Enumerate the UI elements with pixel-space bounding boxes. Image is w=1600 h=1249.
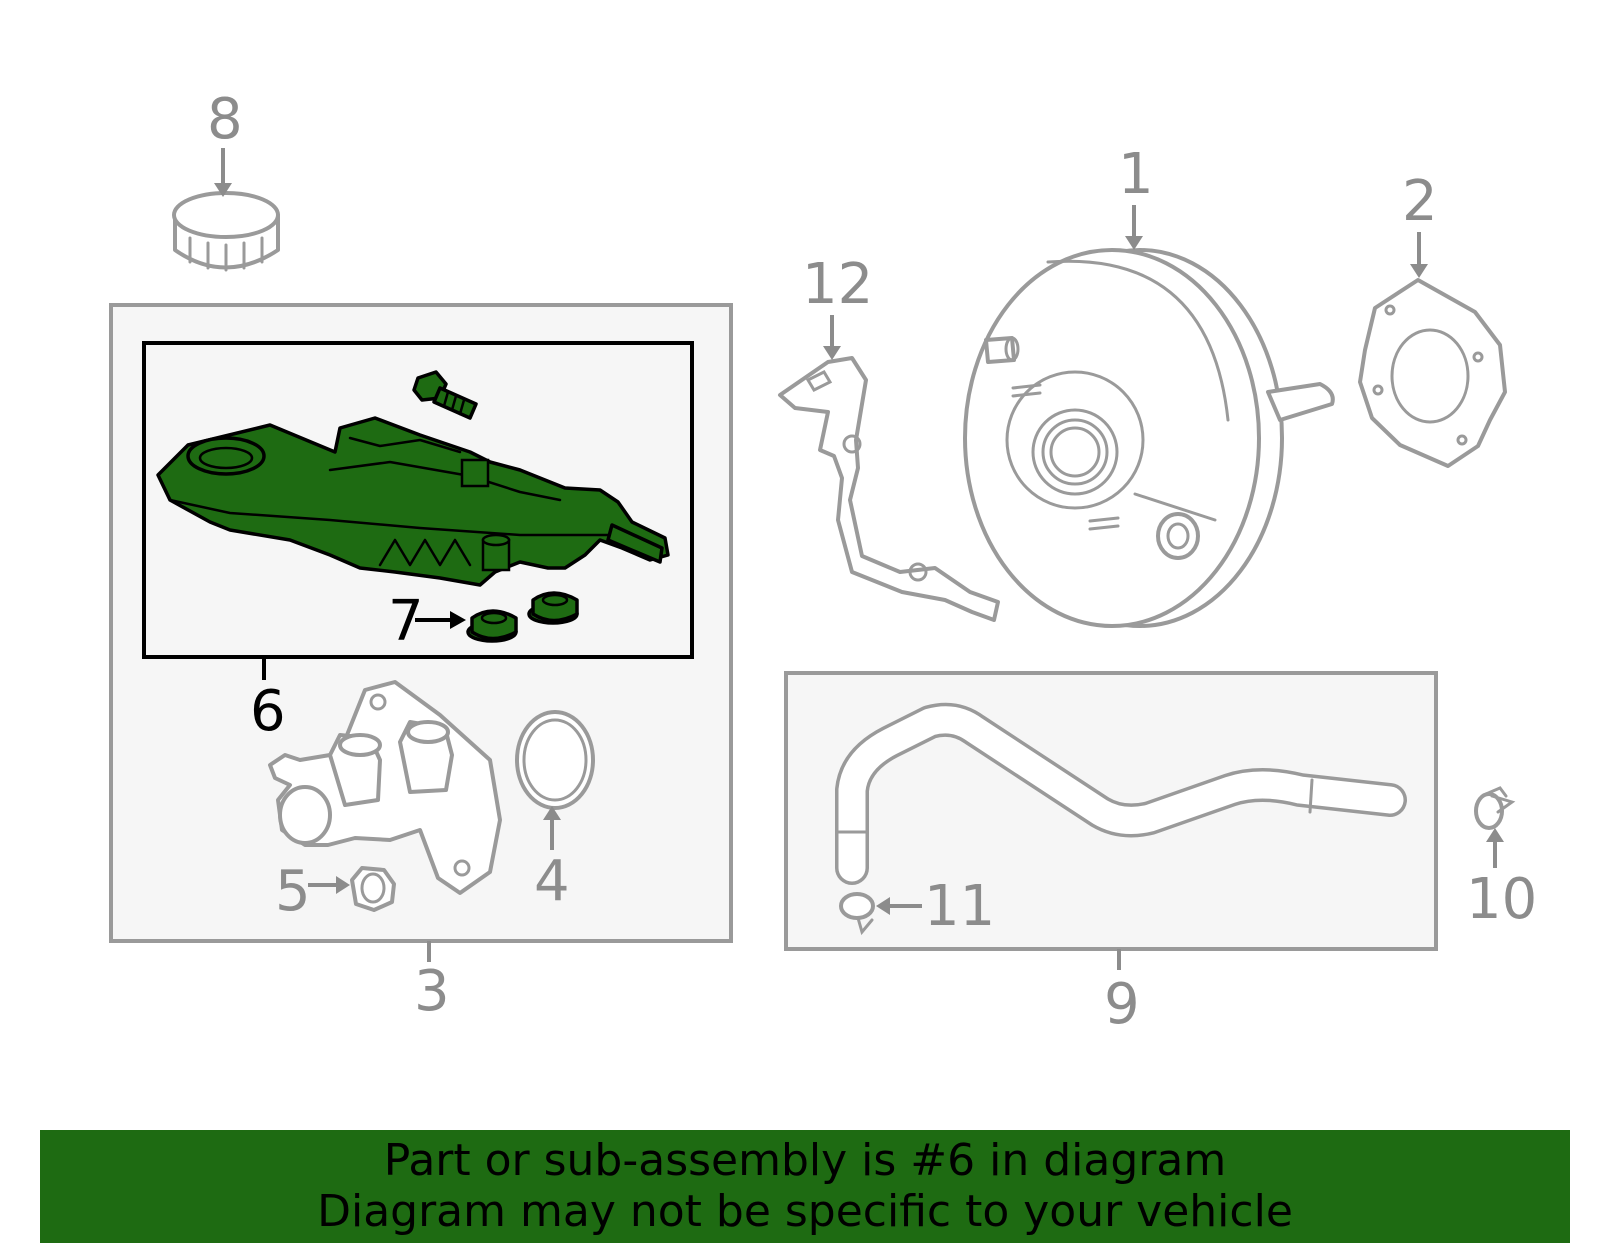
part-6-screw[interactable] [412,370,478,420]
callout-3: 3 [414,959,450,1024]
callout-9: 9 [1104,972,1140,1037]
part-7-grommets[interactable] [466,591,579,643]
part-1-brake-booster[interactable] [963,248,1335,628]
banner-line-1: Part or sub-assembly is #6 in diagram [383,1135,1227,1186]
callout-8: 8 [207,87,243,152]
callout-12: 12 [802,252,873,317]
part-4-o-ring[interactable] [515,710,595,810]
callout-11: 11 [924,874,995,939]
part-5-nut[interactable] [350,866,396,912]
leader-lines [214,148,1504,970]
callout-10: 10 [1466,867,1537,932]
part-10-clip[interactable] [1474,786,1516,830]
part-3-master-cylinder[interactable] [268,680,502,895]
callout-5: 5 [275,859,311,924]
callout-6: 6 [250,679,286,744]
callout-2: 2 [1402,169,1438,234]
part-12-bracket[interactable] [778,356,1000,622]
banner-line-2: Diagram may not be specific to your vehi… [317,1186,1293,1237]
part-9-vacuum-hose[interactable] [835,702,1407,885]
part-11-clamp[interactable] [839,892,875,936]
part-2-gasket[interactable] [1358,278,1507,468]
part-6-brake-reservoir[interactable] [156,416,670,587]
callout-1: 1 [1118,142,1154,207]
callout-4: 4 [534,849,570,914]
callout-labels: 8 1 2 12 6 7 5 4 3 11 10 9 [207,87,1537,1037]
info-banner: Part or sub-assembly is #6 in diagram Di… [40,1130,1570,1243]
callout-7: 7 [388,589,424,654]
part-8-reservoir-cap[interactable] [172,191,280,272]
